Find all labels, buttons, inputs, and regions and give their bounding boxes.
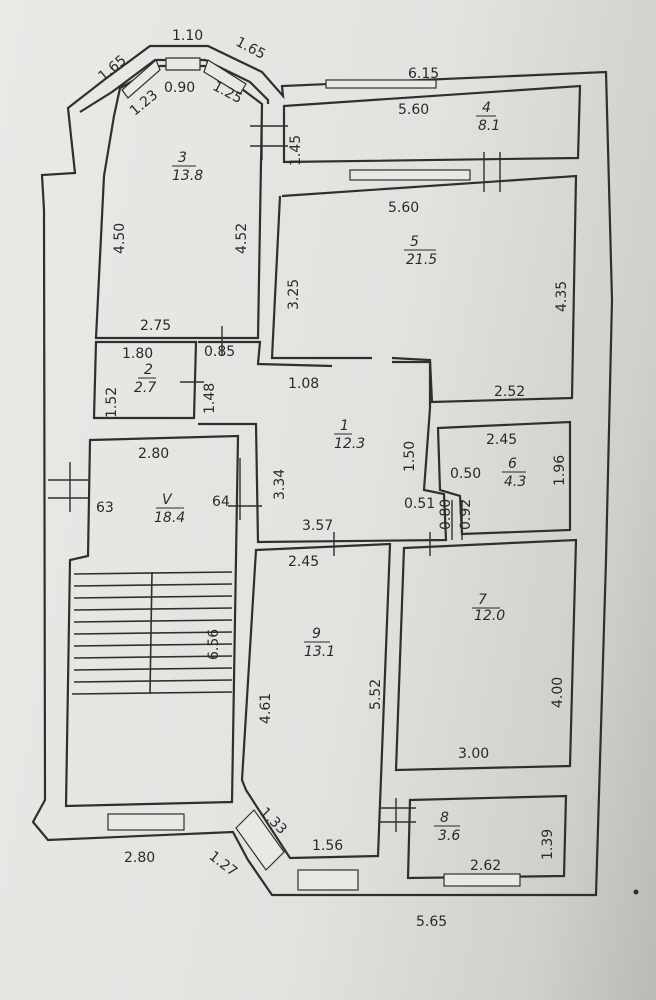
bay-window-left [121,58,161,99]
dim-room-6-width: 2.45 [486,432,517,448]
bay-windows [121,57,247,99]
dim-room-9-left: 4.61 [258,693,274,724]
dim-room-3-bottom: 2.75 [140,318,171,334]
room-2-outline [92,340,198,420]
room-7-outline [394,538,578,772]
dim-room-V-width: 2.80 [138,446,169,462]
dim-room-V-door-left: 63 [96,500,114,516]
room-2-number: 2 [144,362,153,378]
dim-room-6-door-left: 0.51 [404,496,435,512]
room-6-door [451,500,463,540]
dim-top-overall: 6.15 [408,66,439,82]
room-5-number: 5 [410,234,419,250]
dim-room-9-bottom: 1.56 [312,838,343,854]
room-8-number: 8 [440,810,449,826]
dim-room-V-depth: 6.56 [206,629,222,660]
room-1-number: 1 [340,418,349,434]
room-5-window [349,169,471,181]
room-V-door-right [228,458,262,520]
dim-room-2-width: 1.80 [122,346,153,362]
dim-hall-width: 1.08 [288,376,319,392]
outer-wall-outline [31,44,614,897]
dim-room-2-right: 1.48 [202,383,218,414]
dim-room-6-right: 1.96 [552,455,568,486]
bay-window-center [165,57,201,71]
dim-room-V-door-right: 64 [212,494,230,510]
dim-room-7-right: 4.00 [550,677,566,708]
dim-room-5-bottom: 2.52 [494,384,525,400]
dim-room-8-bottom: 2.62 [470,858,501,874]
room-9-number: 9 [312,626,321,642]
room-V-area: 18.4 [154,510,185,526]
dim-hall-top: 0.85 [204,344,235,360]
room-9-window-bottom [297,869,359,891]
dim-bottom-overall: 5.65 [416,914,447,930]
dim-room-4-depth: 1.45 [288,135,304,166]
dim-hall-right: 1.50 [402,441,418,472]
room-3-number: 3 [178,150,187,166]
dim-bottom-corner: 1.27 [206,848,240,880]
room-6-number: 6 [508,456,517,472]
room-4-area: 8.1 [478,118,500,134]
room-5-area: 21.5 [406,252,437,268]
room-4-number: 4 [482,100,491,116]
dim-bay-right-outer: 1.65 [233,34,268,63]
room-8-outline [406,794,568,880]
dim-bay-center-outer: 1.10 [172,28,203,44]
dim-room-5-left: 3.25 [286,279,302,310]
dim-bay-left-outer: 1.65 [95,52,129,84]
room-8-door [380,798,416,832]
room-V-window [107,813,185,831]
dim-hall-bottom: 3.57 [302,518,333,534]
dim-room-6-door-mid: 0.80 [438,499,454,530]
room-4-door [250,118,288,160]
room-9-outline [240,542,392,860]
dim-room-3-right: 4.52 [234,223,250,254]
room-V-number: V [162,492,173,508]
room-4-outline [282,84,582,164]
bay-window-right [203,59,247,95]
room-labels: 1 12.3 2 2.7 3 13.8 4 8.1 5 21.5 6 4.3 7… [134,100,526,844]
room-1-outline [198,340,448,544]
room-8-window [443,873,521,887]
dim-room-9-right: 5.52 [368,679,384,710]
staircase [71,571,233,695]
dim-room-9-top: 2.45 [288,554,319,570]
room-7-area: 12.0 [474,608,505,624]
dim-room-5-right: 4.35 [554,281,570,312]
dim-room-5-width: 5.60 [388,200,419,216]
room-5-outline [270,174,578,404]
dim-room-8-right: 1.39 [540,829,556,860]
dim-room-3-left: 4.50 [112,223,128,254]
dim-room-4-width: 5.60 [398,102,429,118]
ink-dot [633,889,639,895]
room-9-area: 13.1 [304,644,335,660]
dim-bottom-left: 2.80 [124,850,155,866]
room-9-window-corner [235,809,285,871]
room-V-outline [64,434,240,808]
room-V-door-left [48,462,90,512]
dim-bay-center-inner: 0.90 [164,80,195,96]
dim-room-6-left: 0.50 [450,466,481,482]
dim-hall-left: 3.34 [272,469,288,500]
room-1-area: 12.3 [334,436,365,452]
inner-wall-outline [79,58,270,113]
dim-room-6-door-right: 0.92 [458,499,474,530]
room-3-area: 13.8 [172,168,203,184]
room-4-window [325,79,437,89]
room-8-area: 3.6 [438,828,460,844]
dim-room-2-left: 1.52 [104,387,120,418]
dimension-labels: 1.10 1.65 1.65 1.23 0.90 1.25 6.15 5.60 … [95,28,570,930]
room-2-area: 2.7 [134,380,156,396]
dim-room-7-bottom: 3.00 [458,746,489,762]
room-6-area: 4.3 [504,474,526,490]
outer-walls [31,44,614,897]
room-7-number: 7 [478,592,487,608]
room-5-door [483,152,501,192]
